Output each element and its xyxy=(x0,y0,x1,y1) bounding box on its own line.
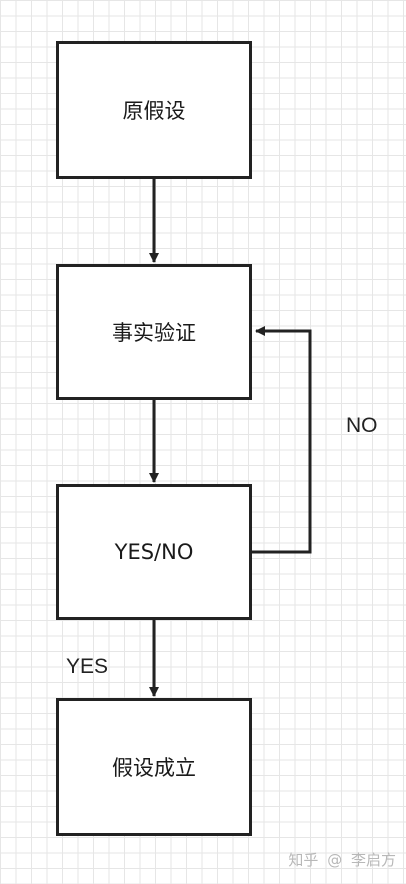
edge-label-yes: YES xyxy=(66,655,109,678)
node-hypothesis-accepted: 假设成立 xyxy=(56,698,252,836)
watermark-author: 李启方 xyxy=(350,851,396,869)
edge-label-no: NO xyxy=(346,414,378,437)
watermark: 知乎 @ 李启方 xyxy=(288,849,396,870)
arrow-decision-loop-no xyxy=(252,326,312,554)
node-hypothesis-accepted-label: 假设成立 xyxy=(112,756,196,780)
watermark-at: @ xyxy=(327,851,343,869)
node-decision-label: YES/NO xyxy=(114,540,194,564)
node-decision: YES/NO xyxy=(56,484,252,620)
node-fact-verification: 事实验证 xyxy=(56,264,252,400)
node-hypothesis: 原假设 xyxy=(56,41,252,179)
node-hypothesis-label: 原假设 xyxy=(122,99,186,123)
node-fact-verification-label: 事实验证 xyxy=(112,321,196,345)
watermark-site: 知乎 xyxy=(288,851,319,869)
